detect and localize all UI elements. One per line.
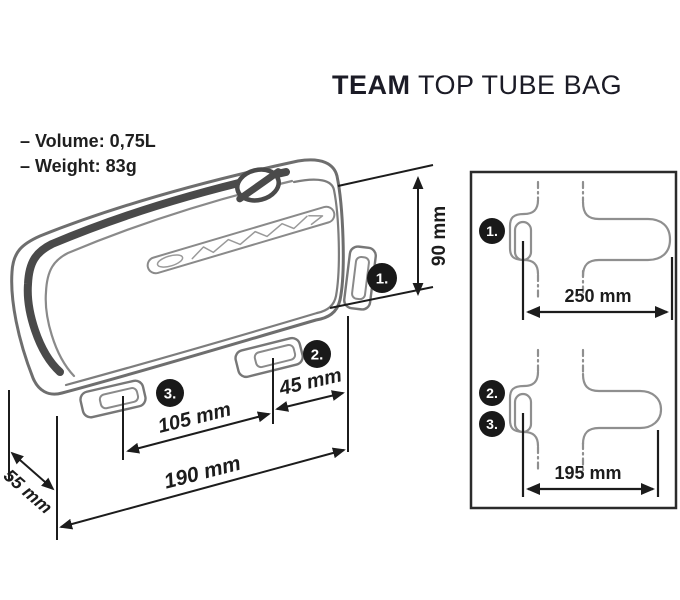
svg-text:1.: 1. bbox=[376, 271, 389, 288]
marker-3-panel: 3. bbox=[479, 411, 505, 437]
panel-border bbox=[469, 170, 678, 510]
strap23-right-arm bbox=[581, 372, 663, 446]
marker-3-side: 3. bbox=[156, 379, 184, 407]
zipper-pull-icon bbox=[235, 167, 282, 203]
mount-panel: 250 mm 195 mm bbox=[469, 170, 678, 510]
dim-55-label: 55 mm bbox=[0, 465, 56, 518]
page-title-product: TOP TUBE BAG bbox=[410, 70, 623, 100]
zipper-band bbox=[23, 168, 290, 376]
dim-arrow-105 bbox=[126, 411, 271, 454]
svg-text:3.: 3. bbox=[164, 386, 177, 403]
dim-190-label: 190 mm bbox=[162, 452, 243, 494]
strap1-right-arm bbox=[581, 200, 672, 278]
svg-text:2.: 2. bbox=[486, 385, 498, 401]
dim-arrow-45 bbox=[275, 390, 345, 412]
bag-body-outline bbox=[10, 158, 345, 396]
side-view-drawing bbox=[10, 158, 377, 419]
dim-height-label: 90 mm bbox=[429, 206, 450, 266]
side-view-dimensions bbox=[8, 164, 434, 540]
dim-195-label: 195 mm bbox=[554, 463, 621, 483]
page-title: TEAM TOP TUBE BAG bbox=[332, 70, 622, 101]
zipper-seam bbox=[44, 179, 294, 378]
marker-1-panel: 1. bbox=[479, 218, 505, 244]
svg-text:3.: 3. bbox=[486, 416, 498, 432]
dim-arrow-55 bbox=[10, 451, 55, 491]
bag-inner-right-seam bbox=[292, 178, 340, 315]
logo-zigzag bbox=[191, 215, 308, 260]
callout-markers: 1. 2. 3. 1. 2. 3. bbox=[156, 218, 505, 437]
strap1-left-tab bbox=[508, 198, 540, 276]
bag-inner-bottom-seam bbox=[64, 311, 319, 387]
dim-250-label: 250 mm bbox=[564, 286, 631, 306]
marker-2-side: 2. bbox=[303, 340, 331, 368]
spec-weight: – Weight: 83g bbox=[20, 156, 137, 176]
svg-text:2.: 2. bbox=[311, 347, 324, 364]
ext-line-height-top bbox=[337, 164, 434, 187]
marker-1-side: 1. bbox=[367, 263, 397, 293]
strap23-left-tab bbox=[508, 370, 540, 448]
marker-2-panel: 2. bbox=[479, 380, 505, 406]
spec-volume: – Volume: 0,75L bbox=[20, 131, 156, 151]
spec-list: – Volume: 0,75L – Weight: 83g bbox=[20, 129, 156, 179]
dim-arrow-190 bbox=[59, 447, 346, 530]
bottom-strap-3 bbox=[79, 379, 147, 419]
side-strap-1 bbox=[343, 245, 377, 311]
page-title-brand: TEAM bbox=[332, 70, 411, 100]
svg-text:1.: 1. bbox=[486, 223, 498, 239]
bottom-strap-2 bbox=[234, 336, 304, 379]
top-view-dim-195 bbox=[521, 413, 660, 497]
top-view-dim-250 bbox=[521, 241, 674, 320]
brand-logo-strip bbox=[146, 205, 336, 275]
